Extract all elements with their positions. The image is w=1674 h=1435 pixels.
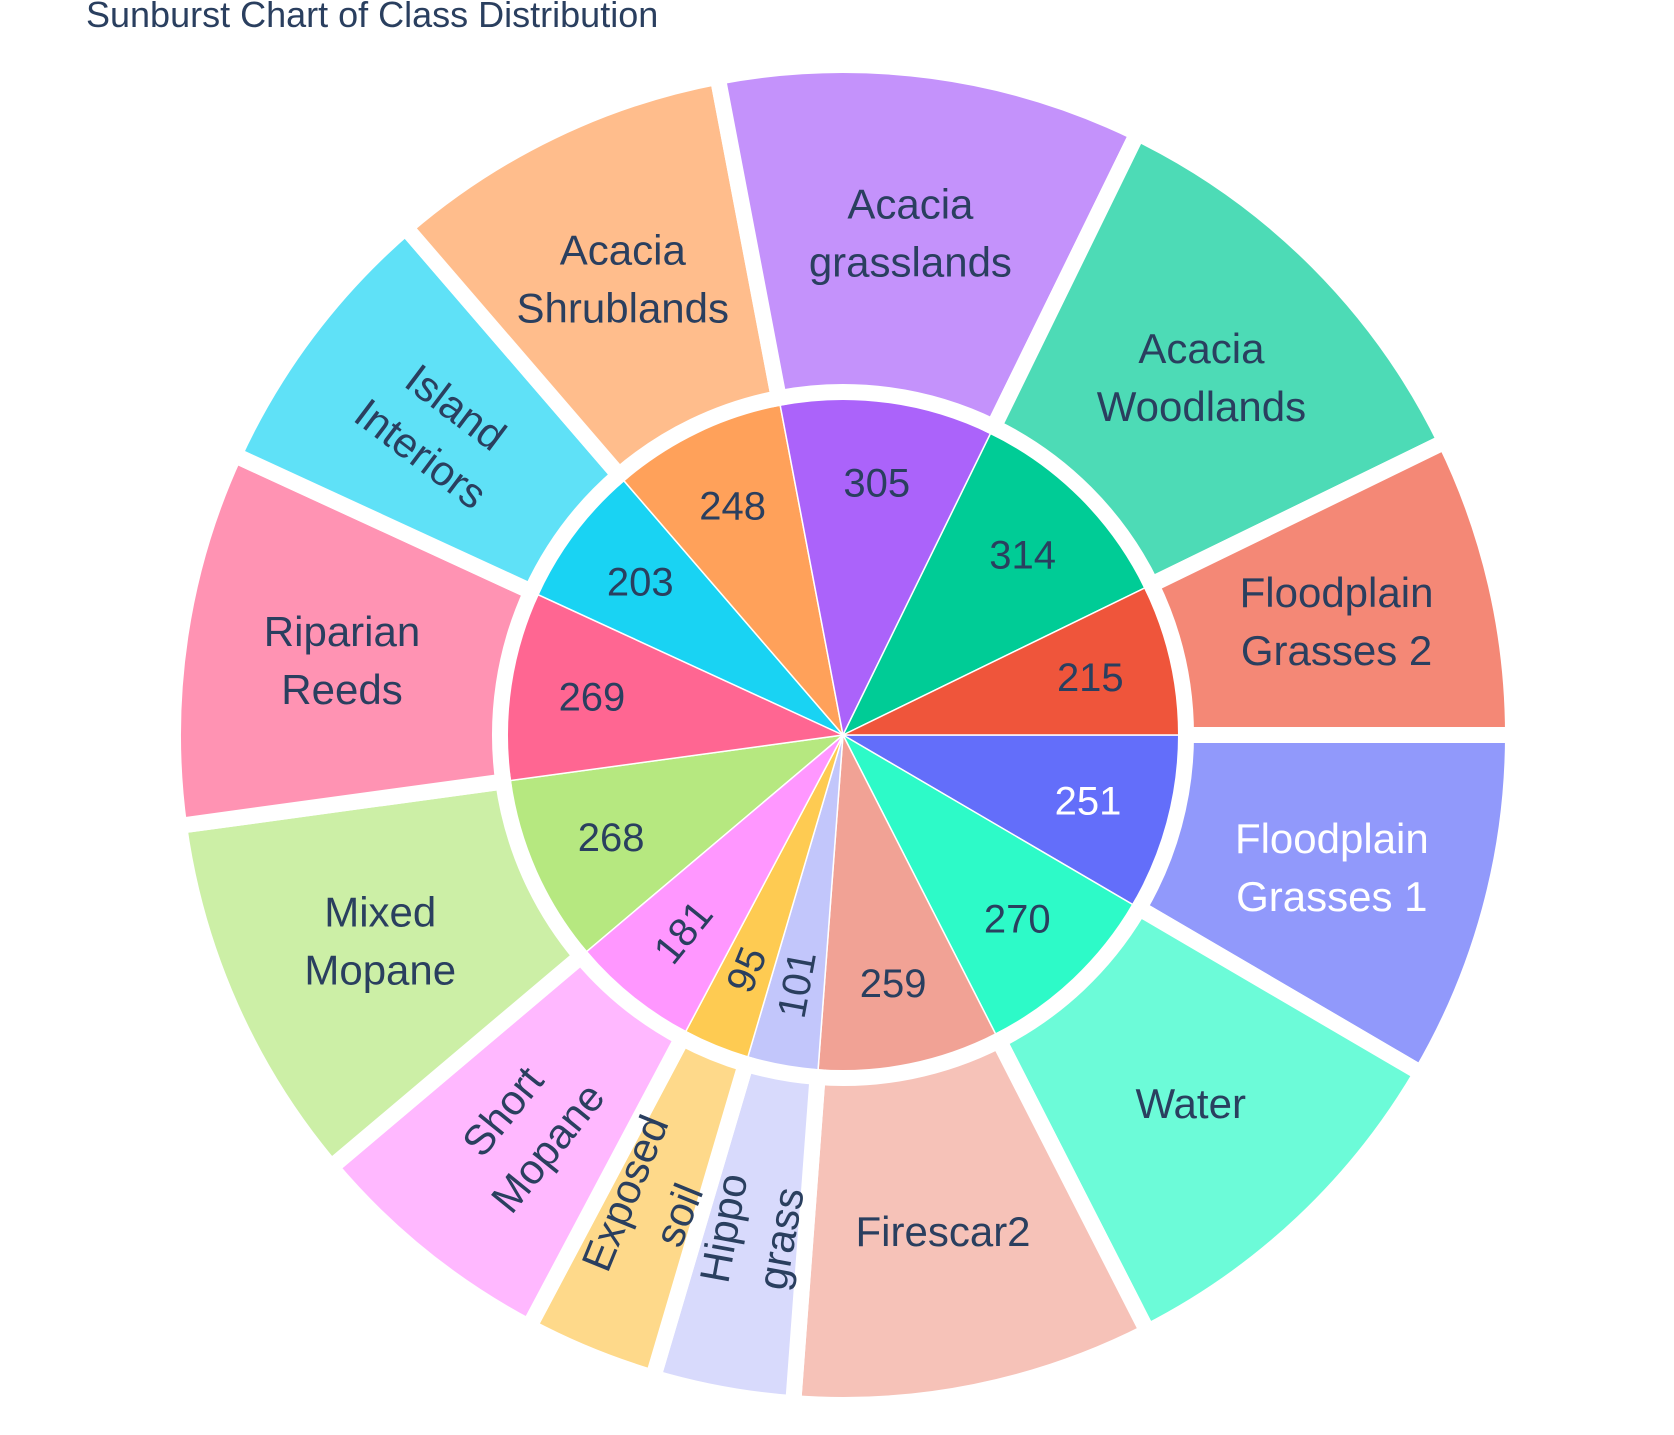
class-label-firescar2: Firescar2 (856, 1208, 1031, 1255)
outer-slice-island-interiors[interactable] (223, 216, 631, 603)
class-label-line: Grasses 2 (1241, 627, 1432, 674)
outer-slice-floodplain-grasses-2[interactable] (1140, 430, 1522, 743)
value-label-floodplain-grasses-1: 251 (1055, 779, 1122, 823)
value-label-mixed-mopane: 268 (578, 816, 645, 860)
outer-slice-firescar2[interactable] (784, 1029, 1159, 1413)
class-label-line: grasslands (809, 239, 1012, 286)
outer-slice-acacia-woodlands[interactable] (983, 122, 1456, 596)
outer-slice-water[interactable] (988, 897, 1433, 1343)
outer-slice-short-mopane[interactable] (319, 945, 694, 1338)
class-label-line: Water (1135, 1080, 1245, 1127)
value-label-water: 270 (984, 898, 1051, 942)
class-label-line: Riparian (264, 608, 420, 655)
class-label-line: Reeds (281, 666, 402, 713)
class-label-line: Acacia (560, 227, 687, 274)
outer-ring (165, 57, 1522, 1413)
value-label-floodplain-grasses-2: 215 (1057, 656, 1124, 700)
class-label-line: Shrublands (517, 285, 729, 332)
chart-title: Sunburst Chart of Class Distribution (86, 0, 659, 35)
value-label-acacia-woodlands: 314 (989, 534, 1056, 578)
class-label-line: Acacia (847, 181, 974, 228)
class-label-acacia-grasslands: Acacia grasslands (809, 181, 1012, 286)
class-label-line: Mixed (324, 889, 436, 936)
outer-slice-floodplain-grasses-1[interactable] (1128, 727, 1522, 1085)
outer-slice-acacia-shrublands[interactable] (394, 67, 789, 487)
value-label-acacia-shrublands: 248 (699, 484, 766, 528)
value-label-acacia-grasslands: 305 (843, 461, 910, 505)
class-label-line: Firescar2 (856, 1208, 1031, 1255)
value-label-riparian: 269 (559, 676, 626, 720)
outer-slice-riparian[interactable] (165, 444, 543, 835)
inner-ring (499, 391, 1187, 1079)
outer-slice-mixed-mopane[interactable] (170, 772, 593, 1179)
class-label-line: Acacia (1138, 325, 1265, 372)
class-label-line: Floodplain (1235, 815, 1429, 862)
class-label-water: Water (1135, 1080, 1245, 1127)
class-label-line: Woodlands (1097, 383, 1306, 430)
value-label-island-interiors: 203 (607, 560, 674, 604)
class-label-line: Grasses 1 (1236, 873, 1427, 920)
class-label-line: Mopane (304, 947, 456, 994)
value-label-firescar2: 259 (860, 962, 927, 1006)
class-label-line: Floodplain (1240, 569, 1434, 616)
